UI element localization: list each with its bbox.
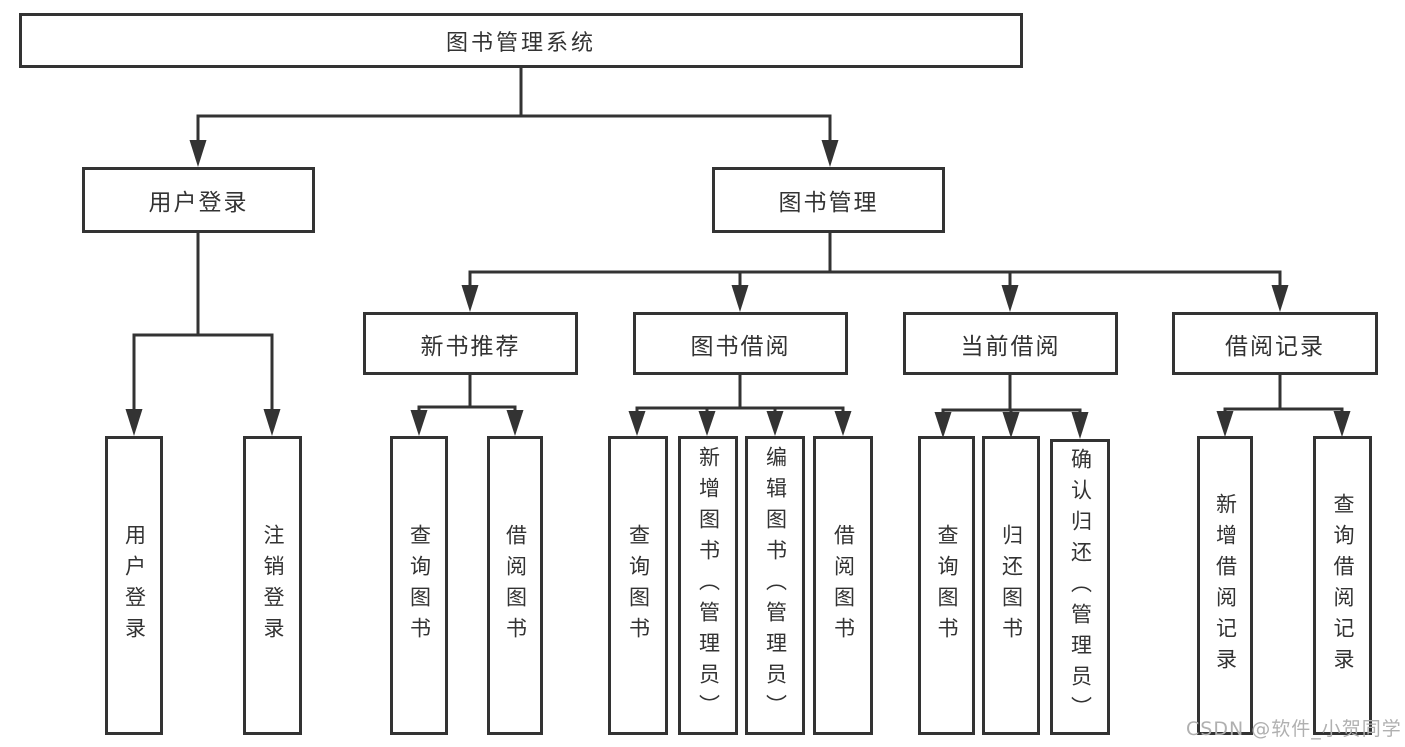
leaf-current-confirm-return: 确认归还（管理员）	[1050, 439, 1110, 735]
leaf-logout: 注销登录	[243, 436, 302, 735]
node-user-login: 用户登录	[82, 167, 315, 233]
watermark: CSDN @软件_小贺同学	[1186, 718, 1402, 740]
node-current-borrowing: 当前借阅	[903, 312, 1118, 375]
leaf-current-return: 归还图书	[982, 436, 1040, 735]
leaf-newbooks-borrow: 借阅图书	[487, 436, 543, 735]
node-borrowing-records: 借阅记录	[1172, 312, 1378, 375]
leaf-current-query: 查询图书	[918, 436, 975, 735]
leaf-newbooks-query: 查询图书	[390, 436, 448, 735]
leaf-records-add: 新增借阅记录	[1197, 436, 1253, 735]
leaf-borrowing-edit: 编辑图书（管理员）	[745, 436, 805, 735]
leaf-borrowing-borrow: 借阅图书	[813, 436, 873, 735]
node-root: 图书管理系统	[19, 13, 1023, 68]
leaf-user-login: 用户登录	[105, 436, 163, 735]
leaf-records-query: 查询借阅记录	[1313, 436, 1372, 735]
leaf-borrowing-add: 新增图书（管理员）	[678, 436, 738, 735]
node-book-management: 图书管理	[712, 167, 945, 233]
node-new-books: 新书推荐	[363, 312, 578, 375]
node-book-borrowing: 图书借阅	[633, 312, 848, 375]
leaf-borrowing-query: 查询图书	[608, 436, 668, 735]
